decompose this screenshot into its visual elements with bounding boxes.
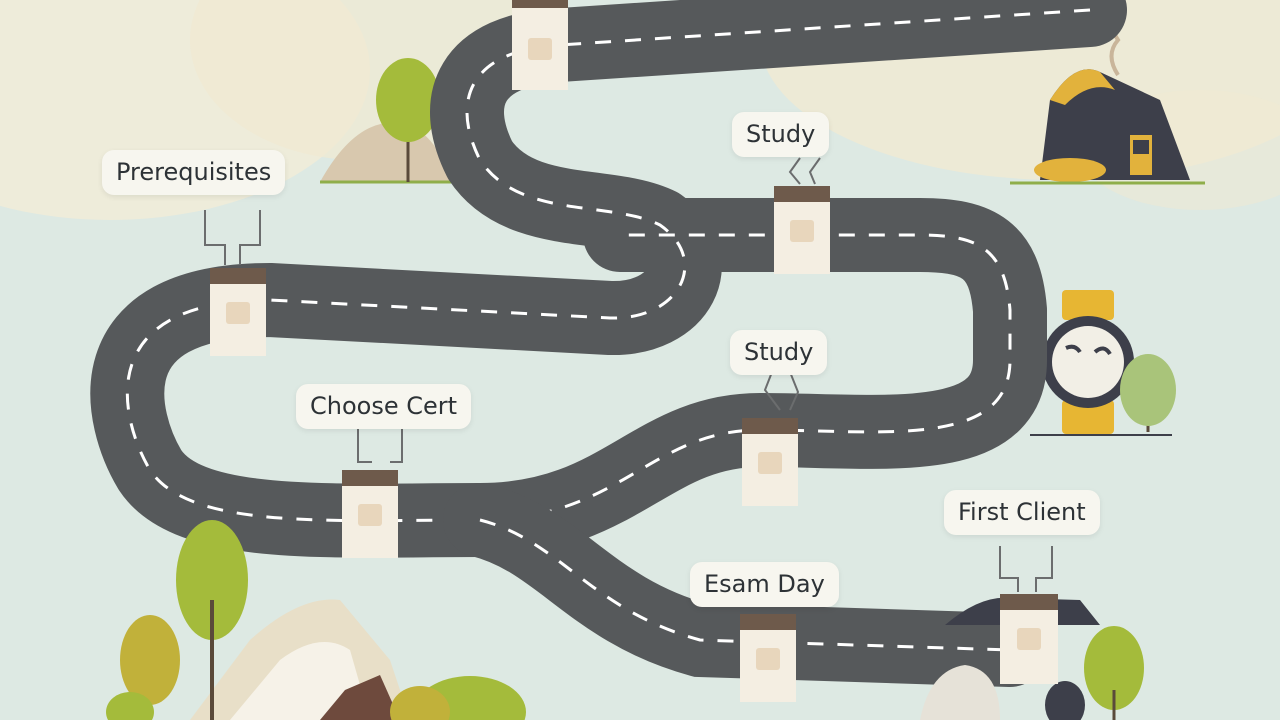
- tree-icon: [176, 520, 248, 720]
- step-label-study: Study: [732, 112, 830, 157]
- step-label-choose-cert: Choose Cert: [296, 384, 472, 429]
- tree-icon: [1084, 626, 1144, 720]
- milestone-marker: [742, 418, 798, 506]
- milestone-marker: [774, 186, 830, 274]
- rock-icon: [920, 665, 1085, 720]
- milestone-marker: [210, 268, 266, 356]
- tree-icon: [106, 692, 154, 720]
- step-label-study: Study: [730, 330, 828, 375]
- step-label-prerequisites: Prerequisites: [102, 150, 286, 195]
- tree-icon: [376, 58, 440, 182]
- bush-icon: [390, 676, 526, 720]
- watch-icon: [1030, 290, 1172, 436]
- milestone-marker: [342, 470, 398, 558]
- milestone-marker: [740, 614, 796, 702]
- tree-icon: [120, 615, 180, 705]
- tree-icon: [1120, 354, 1176, 432]
- mountain-scenery: [190, 599, 410, 720]
- road: [90, 0, 1127, 687]
- connector: [204, 157, 1053, 592]
- milestone-marker: [512, 0, 568, 90]
- step-label-exam-day: Esam Day: [690, 562, 839, 607]
- milestone-marker: [1000, 594, 1058, 684]
- house-icon: [1010, 69, 1205, 185]
- step-label-first-client: First Client: [944, 490, 1100, 535]
